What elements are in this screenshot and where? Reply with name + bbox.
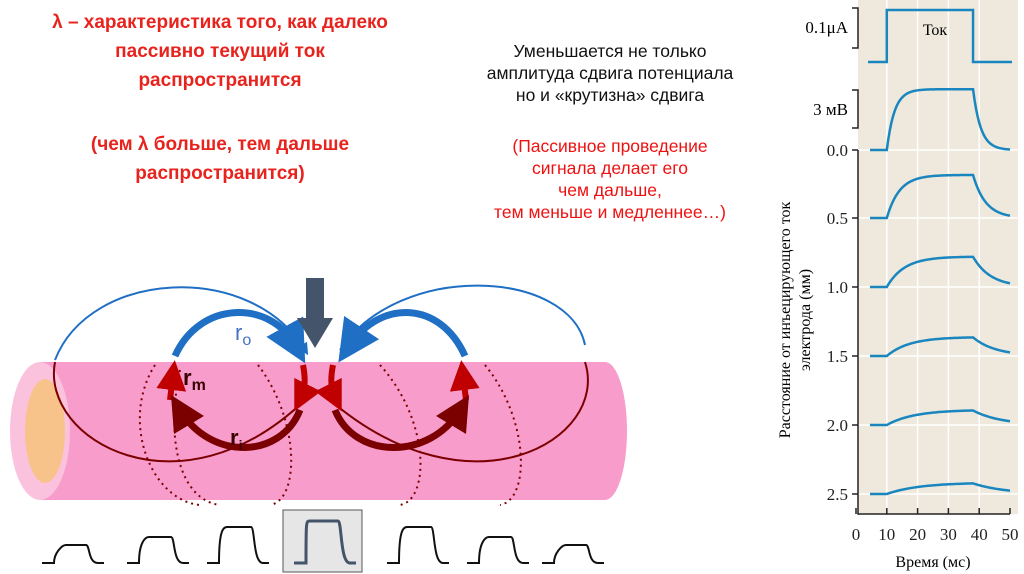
voltage-trace — [870, 409, 1011, 427]
intracellular-current-left — [170, 395, 304, 451]
y-tick-label: 2.5 — [827, 485, 848, 504]
electrode-arrow — [297, 278, 333, 348]
voltage-trace — [870, 87, 1011, 152]
membrane-current-left — [156, 360, 187, 401]
x-tick-label: 40 — [971, 525, 988, 544]
y-axis-label-line: электрода (мм) — [797, 269, 814, 371]
outer-current-arc-right-long — [329, 361, 589, 463]
lambda-definition: λ – характеристика того, как далеко пасс… — [52, 12, 388, 91]
voltage-trace — [870, 255, 1011, 289]
intracellular-current-right — [331, 395, 470, 451]
passive-conduction-note: (Пассивное проведение сигнала делает его… — [494, 136, 726, 222]
x-tick-label: 20 — [909, 525, 926, 544]
attenuated-waveform — [42, 544, 104, 564]
voltage-trace — [870, 173, 1011, 220]
y-tick-label: 0.0 — [827, 141, 848, 160]
membrane-current-center-right — [314, 364, 342, 412]
stimulus-waveform — [294, 519, 356, 565]
voltage-trace — [870, 482, 1011, 496]
axoplasm-cross-section — [25, 379, 65, 483]
x-axis-label: Время (мс) — [895, 554, 970, 571]
current-scale-bar — [852, 7, 859, 49]
y-tick-label: 2.0 — [827, 416, 848, 435]
attenuated-waveform — [127, 536, 189, 564]
extracellular-current-left — [171, 309, 306, 364]
extracellular-current-right — [338, 309, 469, 363]
attenuated-waveform — [542, 544, 604, 564]
membrane-current-center-left — [294, 364, 322, 412]
current-label: Ток — [923, 22, 948, 39]
x-tick-label: 10 — [878, 525, 895, 544]
x-tick-label: 0 — [852, 525, 861, 544]
voltage-trace — [870, 336, 1011, 358]
y-tick-label: 1.0 — [827, 278, 848, 297]
amplitude-text: Уменьшается не только амплитуда сдвига п… — [486, 41, 734, 105]
voltage-scale: 3 мВ — [813, 100, 848, 119]
current-scale: 0.1μA — [805, 18, 848, 37]
outer-current-arc-left-long — [52, 361, 306, 463]
x-tick-label: 50 — [1002, 525, 1019, 544]
axon-right-end — [583, 362, 627, 500]
y-tick-label: 1.5 — [827, 347, 848, 366]
attenuated-waveform — [467, 536, 529, 564]
dotted-current-lines — [139, 364, 522, 506]
attenuated-waveform — [207, 526, 269, 564]
lambda-note: (чем λ больше, тем дальше распространитс… — [90, 134, 350, 184]
label-r-o: ro — [235, 320, 251, 349]
y-axis-label-line: Расстояние от инъецирующего ток — [777, 202, 794, 439]
voltage-scale-bar — [852, 89, 859, 129]
axis-lines — [857, 150, 1010, 515]
current-trace — [868, 8, 1012, 64]
label-r-i: ri — [230, 425, 242, 453]
label-r-m: rm — [183, 365, 206, 394]
attenuated-waveform — [387, 526, 449, 564]
x-tick-label: 30 — [940, 525, 957, 544]
y-tick-label: 0.5 — [827, 209, 848, 228]
